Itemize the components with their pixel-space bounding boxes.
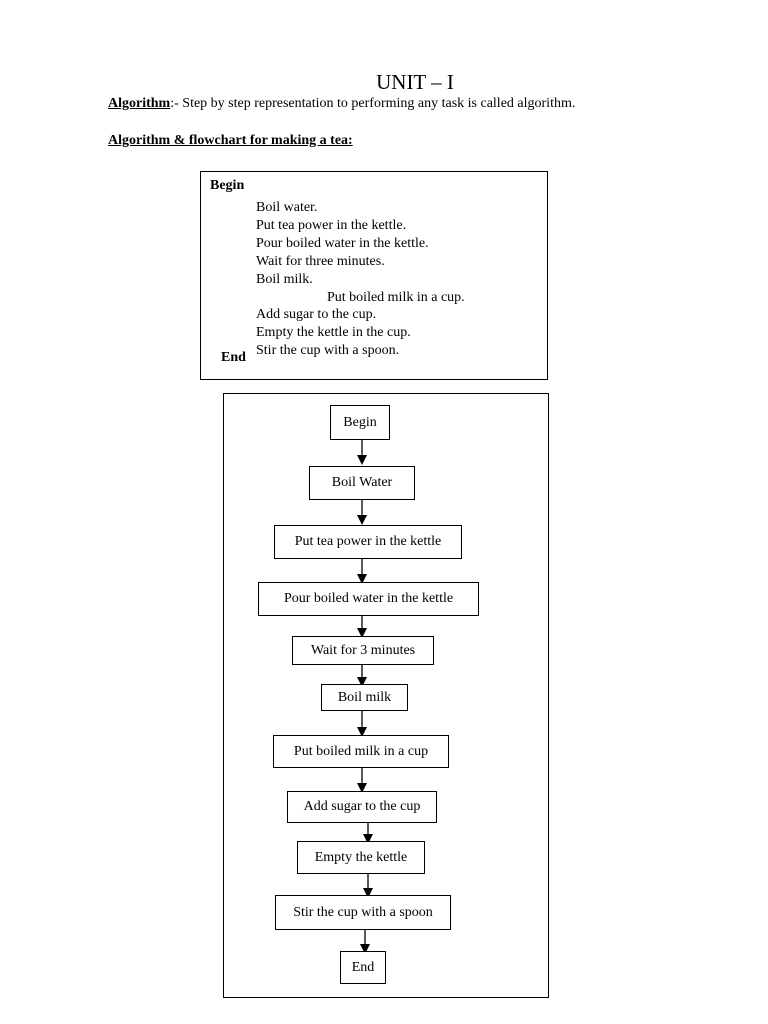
flow-node-wait: Wait for 3 minutes xyxy=(292,636,434,665)
flow-node-stir: Stir the cup with a spoon xyxy=(275,895,451,930)
algorithm-step: Wait for three minutes. xyxy=(256,254,385,269)
algorithm-step: Boil milk. xyxy=(256,272,313,287)
flow-node-empty-kettle: Empty the kettle xyxy=(297,841,425,874)
definition-term: Algorithm xyxy=(108,96,171,111)
algorithm-step: Boil water. xyxy=(256,200,318,215)
flow-node-pour-water: Pour boiled water in the kettle xyxy=(258,582,479,616)
algorithm-box: Begin Boil water. Put tea power in the k… xyxy=(200,171,548,380)
page-title: UNIT – I xyxy=(376,70,454,94)
flow-node-add-sugar: Add sugar to the cup xyxy=(287,791,437,823)
section-title: Algorithm & flowchart for making a tea: xyxy=(108,133,353,148)
algorithm-end: End xyxy=(221,350,246,365)
definition-separator: :- xyxy=(170,96,179,111)
flow-node-boil-water: Boil Water xyxy=(309,466,415,500)
flowchart-box: Begin Boil Water Put tea power in the ke… xyxy=(223,393,549,998)
flow-node-begin: Begin xyxy=(330,405,390,440)
flow-node-boil-milk: Boil milk xyxy=(321,684,408,711)
algorithm-step: Pour boiled water in the kettle. xyxy=(256,236,429,251)
definition-text: Step by step representation to performin… xyxy=(182,96,576,111)
algorithm-definition: Algorithm:- Step by step representation … xyxy=(108,96,575,112)
algorithm-step: Empty the kettle in the cup. xyxy=(256,325,411,340)
algorithm-step: Add sugar to the cup. xyxy=(256,307,377,322)
algorithm-step: Put tea power in the kettle. xyxy=(256,218,407,233)
algorithm-step: Stir the cup with a spoon. xyxy=(256,343,400,358)
algorithm-begin: Begin xyxy=(210,178,245,193)
flow-node-put-tea: Put tea power in the kettle xyxy=(274,525,462,559)
flow-node-end: End xyxy=(340,951,386,984)
algorithm-step: Put boiled milk in a cup. xyxy=(327,290,465,305)
flowchart-arrows xyxy=(357,440,373,954)
flow-node-put-milk: Put boiled milk in a cup xyxy=(273,735,449,768)
